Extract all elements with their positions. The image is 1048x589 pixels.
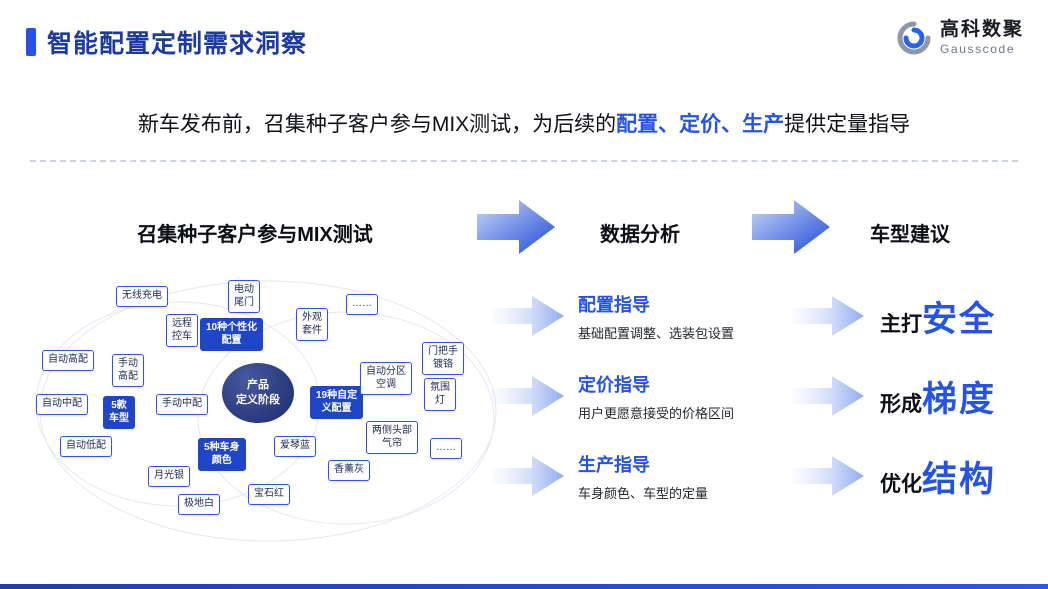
diagram-option-node: 自动中配 <box>36 394 88 415</box>
suggestion-keyword: 安全 <box>922 299 997 339</box>
flow-arrow-icon <box>792 376 864 416</box>
flow-arrow-icon <box>492 296 564 336</box>
diagram-category-node: 5种车身 颜色 <box>198 438 246 471</box>
title-accent-bar <box>26 28 36 56</box>
diagram-option-node: 爱琴蓝 <box>274 436 316 457</box>
flow-arrow-icon <box>792 456 864 496</box>
suggestion-item: 形成梯度 <box>864 371 1040 422</box>
diagram-option-node: 无线充电 <box>116 286 168 307</box>
insight-row: 配置指导 基础配置调整、选装包设置 主打安全 <box>492 282 1040 350</box>
gausscode-logo-icon <box>897 21 931 55</box>
slide-header: 智能配置定制需求洞察 <box>26 24 307 60</box>
diagram-option-node: 电动 尾门 <box>228 280 260 313</box>
diagram-option-node: 氛围 灯 <box>424 378 456 411</box>
diagram-option-node: 自动分区 空调 <box>360 362 412 395</box>
diagram-option-node: 香薰灰 <box>328 460 370 481</box>
step-title-mix-test: 召集种子客户参与MIX测试 <box>137 224 373 246</box>
subtitle-highlight: 配置、定价、生产 <box>616 113 785 136</box>
brand-logo: 高科数聚 Gausscode <box>896 19 1024 56</box>
analysis-desc: 基础配置调整、选装包设置 <box>578 325 735 341</box>
flow-arrow-icon <box>492 376 564 416</box>
diagram-center-node: 产品 定义阶段 <box>222 363 294 423</box>
dashed-divider <box>30 160 1018 162</box>
analysis-desc: 车身颜色、车型的定量 <box>578 485 709 501</box>
diagram-option-node: 手动中配 <box>156 394 208 415</box>
diagram-option-node: 自动低配 <box>60 436 112 457</box>
diagram-option-node: …… <box>430 438 462 459</box>
analysis-title: 生产指导 <box>578 454 650 475</box>
diagram-option-node: 极地白 <box>178 494 220 515</box>
diagram-option-node: 宝石红 <box>248 484 290 505</box>
bottom-accent-bar <box>0 584 1048 589</box>
suggestion-keyword: 梯度 <box>922 379 997 419</box>
analysis-title: 定价指导 <box>578 374 650 395</box>
diagram-option-node: 手动 高配 <box>112 354 144 387</box>
step-title-analysis: 数据分析 <box>600 224 680 246</box>
slide-subtitle: 新车发布前，召集种子客户参与MIX测试，为后续的配置、定价、生产提供定量指导 <box>0 108 1048 138</box>
brand-text: 高科数聚 Gausscode <box>939 19 1024 56</box>
analysis-item: 配置指导 基础配置调整、选装包设置 <box>564 291 792 342</box>
analysis-title: 配置指导 <box>578 294 650 315</box>
brand-name-en: Gausscode <box>939 41 1016 56</box>
insight-row: 生产指导 车身颜色、车型的定量 优化结构 <box>492 442 1040 510</box>
diagram-option-node: 外观 套件 <box>296 308 328 341</box>
process-arrow-icon <box>752 200 830 254</box>
suggestion-keyword: 结构 <box>922 459 997 499</box>
analysis-desc: 用户更愿意接受的价格区间 <box>578 405 735 421</box>
diagram-option-node: 远程 控车 <box>166 314 198 347</box>
diagram-category-node: 5款 车型 <box>103 396 135 429</box>
analysis-item: 生产指导 车身颜色、车型的定量 <box>564 451 792 502</box>
flow-arrow-icon <box>492 456 564 496</box>
subtitle-suffix: 提供定量指导 <box>784 113 911 136</box>
suggestion-prefix: 优化 <box>880 472 922 496</box>
diagram-option-node: 自动高配 <box>42 350 94 371</box>
process-arrow-icon <box>477 200 555 254</box>
brand-name-cn: 高科数聚 <box>939 19 1024 40</box>
diagram-option-node: …… <box>346 294 378 315</box>
suggestion-prefix: 形成 <box>880 392 922 416</box>
diagram-option-node: 月光银 <box>148 466 190 487</box>
diagram-option-node: 两侧头部 气帘 <box>366 421 418 454</box>
suggestion-prefix: 主打 <box>880 312 922 336</box>
diagram-option-node: 门把手 镀铬 <box>422 342 464 375</box>
page-title: 智能配置定制需求洞察 <box>47 30 308 58</box>
suggestion-item: 主打安全 <box>864 291 1040 342</box>
diagram-category-node: 10种个性化 配置 <box>200 318 264 351</box>
suggestion-item: 优化结构 <box>864 451 1040 502</box>
step-title-suggestion: 车型建议 <box>870 224 950 246</box>
subtitle-prefix: 新车发布前，召集种子客户参与MIX测试，为后续的 <box>137 113 617 136</box>
diagram-category-node: 19种自定 义配置 <box>310 386 364 419</box>
analysis-item: 定价指导 用户更愿意接受的价格区间 <box>564 371 792 422</box>
flow-arrow-icon <box>792 296 864 336</box>
insight-row: 定价指导 用户更愿意接受的价格区间 形成梯度 <box>492 362 1040 430</box>
